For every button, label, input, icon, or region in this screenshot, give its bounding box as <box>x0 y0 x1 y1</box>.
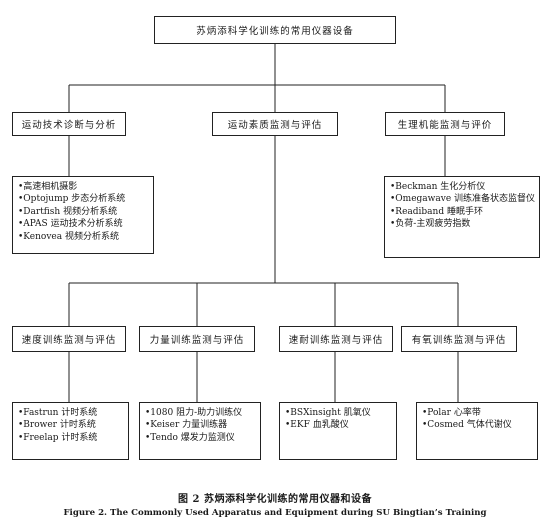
figure-caption-en: Figure 2. The Commonly Used Apparatus an… <box>63 508 487 518</box>
list-technique-devices: •高速相机摄影 •Optojump 步态分析系统 •Dartfish 视频分析系… <box>12 176 154 254</box>
list-item: •Freelap 计时系统 <box>18 432 98 443</box>
node-quality-monitoring: 运动素质监测与评估 <box>212 112 338 136</box>
list-item: •BSXinsight 肌氧仪 <box>285 408 371 418</box>
list-item: •Cosmed 气体代谢仪 <box>422 420 512 431</box>
node-speed-training: 速度训练监测与评估 <box>12 326 126 352</box>
list-item: •Polar 心率带 <box>422 408 481 418</box>
list-item: •Brower 计时系统 <box>18 420 96 431</box>
node-strength-training: 力量训练监测与评估 <box>139 326 255 352</box>
list-item: •高速相机摄影 <box>18 182 78 192</box>
figure-caption-zh: 图 2 苏炳添科学化训练的常用仪器和设备 <box>178 494 372 505</box>
node-physiology-monitoring: 生理机能监测与评价 <box>385 112 505 136</box>
list-item: •Readiband 睡眠手环 <box>390 206 483 217</box>
list-speed-endurance-devices: •BSXinsight 肌氧仪 •EKF 血乳酸仪 <box>279 402 397 460</box>
list-item: •1080 阻力-助力训练仪 <box>145 408 243 418</box>
list-item: •Beckman 生化分析仪 <box>390 182 486 192</box>
list-item: •Fastrun 计时系统 <box>18 408 98 418</box>
list-item: •APAS 运动技术分析系统 <box>18 219 123 230</box>
list-item: •EKF 血乳酸仪 <box>285 420 349 431</box>
list-item: •负荷-主观疲劳指数 <box>390 219 471 230</box>
node-technique-diagnosis: 运动技术诊断与分析 <box>12 112 126 136</box>
list-strength-devices: •1080 阻力-助力训练仪 •Keiser 力量训练器 •Tendo 爆发力监… <box>139 402 261 460</box>
node-speed-endurance-training: 速耐训练监测与评估 <box>279 326 393 352</box>
list-item: •Dartfish 视频分析系统 <box>18 206 118 217</box>
root-node: 苏炳添科学化训练的常用仪器设备 <box>154 16 396 44</box>
list-item: •Optojump 步态分析系统 <box>18 194 126 205</box>
list-item: •Tendo 爆发力监测仪 <box>145 432 235 443</box>
list-item: •Kenovea 视频分析系统 <box>18 231 119 242</box>
list-physiology-devices: •Beckman 生化分析仪 •Omegawave 训练准备状态监督仪 •Rea… <box>384 176 540 258</box>
list-item: •Omegawave 训练准备状态监督仪 <box>390 194 536 205</box>
node-aerobic-training: 有氧训练监测与评估 <box>401 326 517 352</box>
list-speed-devices: •Fastrun 计时系统 •Brower 计时系统 •Freelap 计时系统 <box>12 402 129 460</box>
list-aerobic-devices: •Polar 心率带 •Cosmed 气体代谢仪 <box>416 402 538 460</box>
list-item: •Keiser 力量训练器 <box>145 420 228 431</box>
